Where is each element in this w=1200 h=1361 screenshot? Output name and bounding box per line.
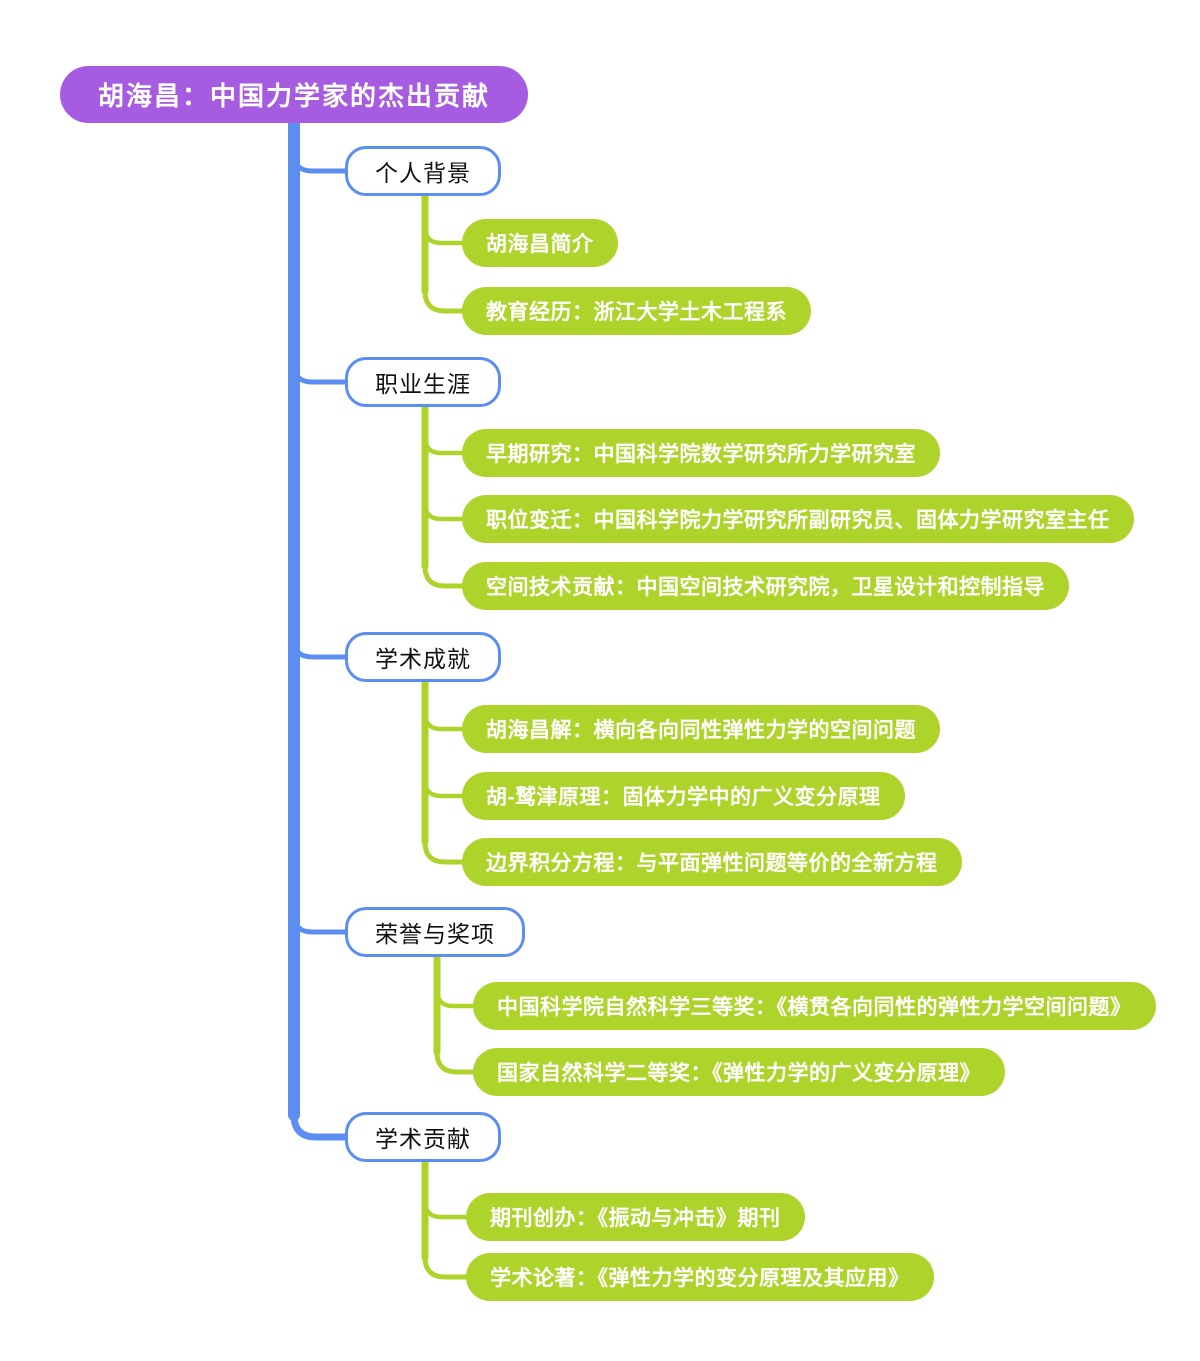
leaf-node[interactable]: 早期研究：中国科学院数学研究所力学研究室 [462,429,940,477]
root-node[interactable]: 胡海昌：中国力学家的杰出贡献 [60,66,529,123]
leaf-node[interactable]: 中国科学院自然科学三等奖：《横贯各向同性的弹性力学空间问题》 [473,982,1156,1030]
leaf-node[interactable]: 胡海昌解：横向各向同性弹性力学的空间问题 [462,705,940,753]
leaf-node[interactable]: 教育经历：浙江大学土木工程系 [462,287,811,335]
leaf-node[interactable]: 胡海昌简介 [462,219,618,267]
leaf-node[interactable]: 国家自然科学二等奖：《弹性力学的广义变分原理》 [473,1048,1005,1096]
branch-career[interactable]: 职业生涯 [345,357,501,407]
branch-personal-background[interactable]: 个人背景 [345,146,501,196]
leaf-node[interactable]: 学术论著：《弹性力学的变分原理及其应用》 [466,1253,934,1301]
leaf-node[interactable]: 期刊创办：《振动与冲击》期刊 [466,1193,805,1241]
leaf-node[interactable]: 职位变迁：中国科学院力学研究所副研究员、固体力学研究室主任 [462,495,1134,543]
leaf-node[interactable]: 胡-鹫津原理：固体力学中的广义变分原理 [462,772,905,820]
leaf-node[interactable]: 空间技术贡献：中国空间技术研究院，卫星设计和控制指导 [462,562,1069,610]
branch-honors-awards[interactable]: 荣誉与奖项 [345,907,525,957]
branch-academic-contributions[interactable]: 学术贡献 [345,1112,501,1162]
leaf-node[interactable]: 边界积分方程：与平面弹性问题等价的全新方程 [462,838,962,886]
branch-academic-achievements[interactable]: 学术成就 [345,632,501,682]
